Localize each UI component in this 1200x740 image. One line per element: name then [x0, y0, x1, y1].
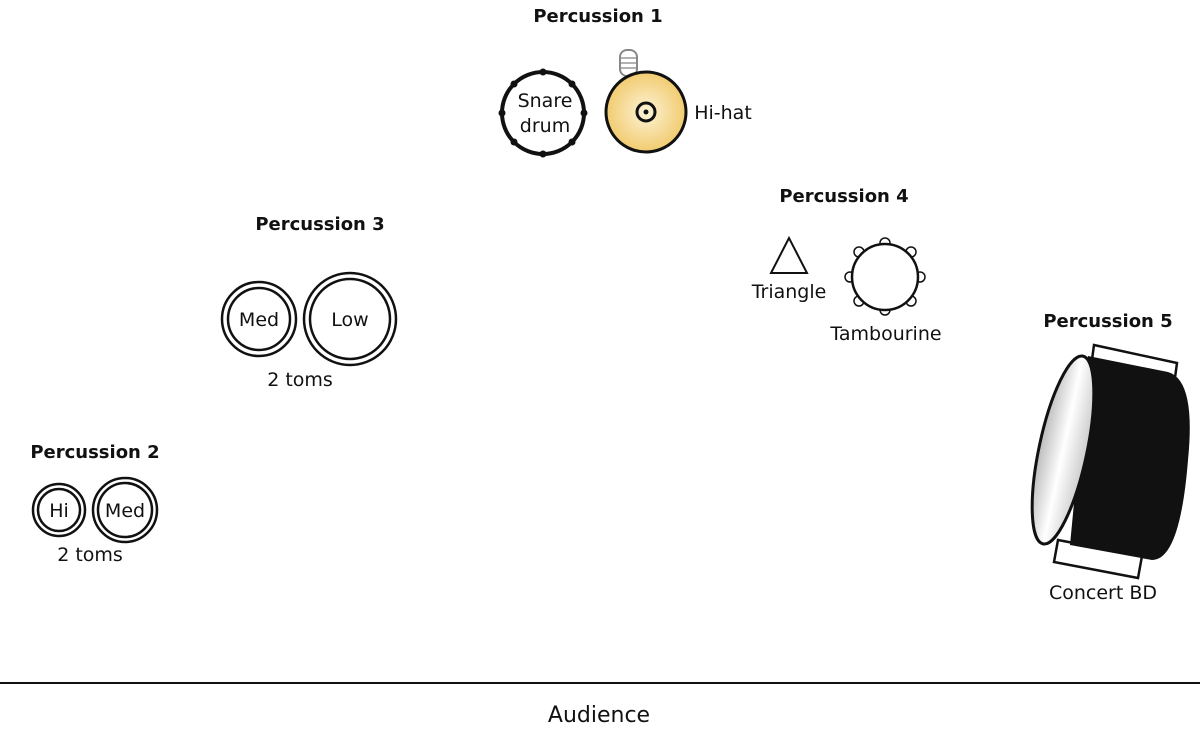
percussion-5-group: Percussion 5 Concert BD	[1030, 311, 1190, 604]
hi-hat-label: Hi-hat	[694, 102, 752, 124]
triangle-label: Triangle	[751, 281, 827, 303]
percussion-4-group: Percussion 4 Triangle Tambourine	[751, 186, 942, 345]
tom-low: Low	[302, 271, 398, 367]
concert-bd-label: Concert BD	[1049, 582, 1157, 604]
tambourine-label: Tambourine	[829, 323, 941, 345]
percussion-1-title: Percussion 1	[533, 6, 662, 27]
snare-drum: Snare drum	[498, 68, 588, 158]
percussion-2-title: Percussion 2	[30, 442, 159, 463]
concert-bass-drum: Concert BD	[1030, 343, 1190, 604]
tambourine: Tambourine	[829, 237, 942, 345]
tom-med: Med	[220, 280, 298, 358]
audience-label: Audience	[548, 703, 650, 728]
snare-label-1: Snare	[518, 90, 573, 112]
percussion-3-group: Percussion 3 Med Low 2 toms	[220, 214, 398, 391]
percussion-3-caption: 2 toms	[267, 369, 333, 391]
tom-low-label: Low	[331, 309, 368, 331]
tom-hi: Hi	[31, 482, 87, 538]
tom-med-label: Med	[105, 500, 145, 522]
tom-med-label: Med	[239, 309, 279, 331]
tom-med: Med	[91, 476, 159, 544]
percussion-3-title: Percussion 3	[255, 214, 384, 235]
triangle: Triangle	[751, 235, 827, 303]
percussion-4-title: Percussion 4	[779, 186, 908, 207]
percussion-5-title: Percussion 5	[1043, 311, 1172, 332]
hi-hat: Hi-hat	[604, 49, 752, 154]
percussion-1-group: Percussion 1 Snare drum Hi-hat	[498, 6, 752, 158]
percussion-2-caption: 2 toms	[57, 544, 123, 566]
tom-hi-label: Hi	[49, 500, 69, 522]
snare-label-2: drum	[520, 115, 570, 137]
percussion-2-group: Percussion 2 Hi Med 2 toms	[30, 442, 159, 566]
